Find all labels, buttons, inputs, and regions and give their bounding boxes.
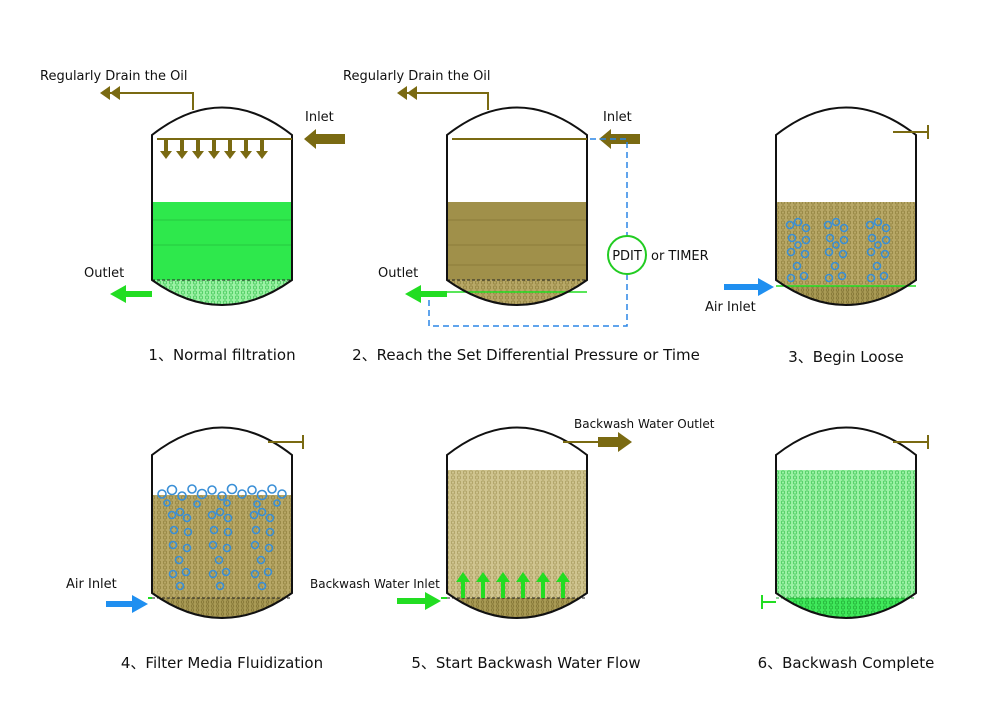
inlet-arrow: [599, 129, 640, 149]
distributor-arrows: [160, 139, 268, 159]
clean-water-layer: [152, 202, 292, 280]
filter-media-bed: [776, 286, 916, 305]
backwash-inlet-label: Backwash Water Inlet: [310, 577, 440, 591]
air-inlet-label: Air Inlet: [705, 300, 756, 315]
caption-1: 1、Normal filtration: [148, 346, 295, 364]
filter-media-bed: [447, 598, 587, 618]
vessel-1: [151, 106, 293, 306]
caption-5: 5、Start Backwash Water Flow: [411, 654, 640, 672]
backwash-inlet-arrow: [397, 592, 441, 610]
pdit-instrument: [607, 235, 647, 275]
caption-4: 4、Filter Media Fluidization: [121, 654, 323, 672]
filter-media-bed: [152, 598, 292, 618]
air-bubble-columns: [167, 507, 275, 591]
air-inlet-label: Air Inlet: [66, 577, 117, 592]
vessel-6: [775, 426, 917, 619]
vessel-4: [151, 426, 293, 619]
backwash-outlet-label: Backwash Water Outlet: [574, 417, 715, 431]
outlet-arrow: [405, 285, 447, 303]
panel-2-differential-pressure: PDIT or TIMER Regularly Drain the Oil In…: [343, 69, 709, 364]
caption-3: 3、Begin Loose: [788, 348, 904, 366]
drain-arrow: [407, 86, 417, 100]
outlet-label: Outlet: [378, 266, 418, 281]
vessel-3: [775, 106, 917, 306]
drain-label: Regularly Drain the Oil: [40, 69, 188, 84]
pdit-signal-line: [590, 138, 628, 236]
pdit-label: PDIT: [612, 249, 642, 264]
backwash-outlet-arrow: [598, 432, 632, 452]
inlet-arrow: [304, 129, 345, 149]
panel-3-begin-loose: Air Inlet 3、Begin Loose: [705, 106, 929, 366]
outlet-label: Outlet: [84, 266, 124, 281]
vessel-5: [446, 426, 588, 619]
air-inlet-arrow: [724, 278, 774, 296]
outlet-arrow: [110, 285, 152, 303]
inlet-label: Inlet: [603, 110, 632, 125]
dirty-water-layer: [447, 202, 587, 280]
surface-bubbles: [157, 483, 287, 508]
timer-label: or TIMER: [651, 249, 709, 264]
vessel-2: [446, 106, 588, 306]
inlet-label: Inlet: [305, 110, 334, 125]
drain-arrow: [110, 86, 120, 100]
caption-6: 6、Backwash Complete: [758, 654, 935, 672]
air-bubble-columns: [785, 217, 891, 283]
air-inlet-arrow: [106, 595, 148, 613]
drain-label: Regularly Drain the Oil: [343, 69, 491, 84]
backwash-upflow-arrows: [456, 572, 570, 598]
panel-6-backwash-complete: 6、Backwash Complete: [758, 426, 935, 672]
panel-5-backwash-flow: Backwash Water Outlet Backwash Water Inl…: [310, 417, 715, 672]
filter-media-bed: [776, 598, 916, 618]
panel-4-fluidization: Air Inlet 4、Filter Media Fluidization: [66, 426, 323, 672]
panel-1-normal-filtration: Regularly Drain the Oil Inlet Outlet 1、N…: [40, 69, 345, 364]
caption-2: 2、Reach the Set Differential Pressure or…: [352, 346, 700, 364]
